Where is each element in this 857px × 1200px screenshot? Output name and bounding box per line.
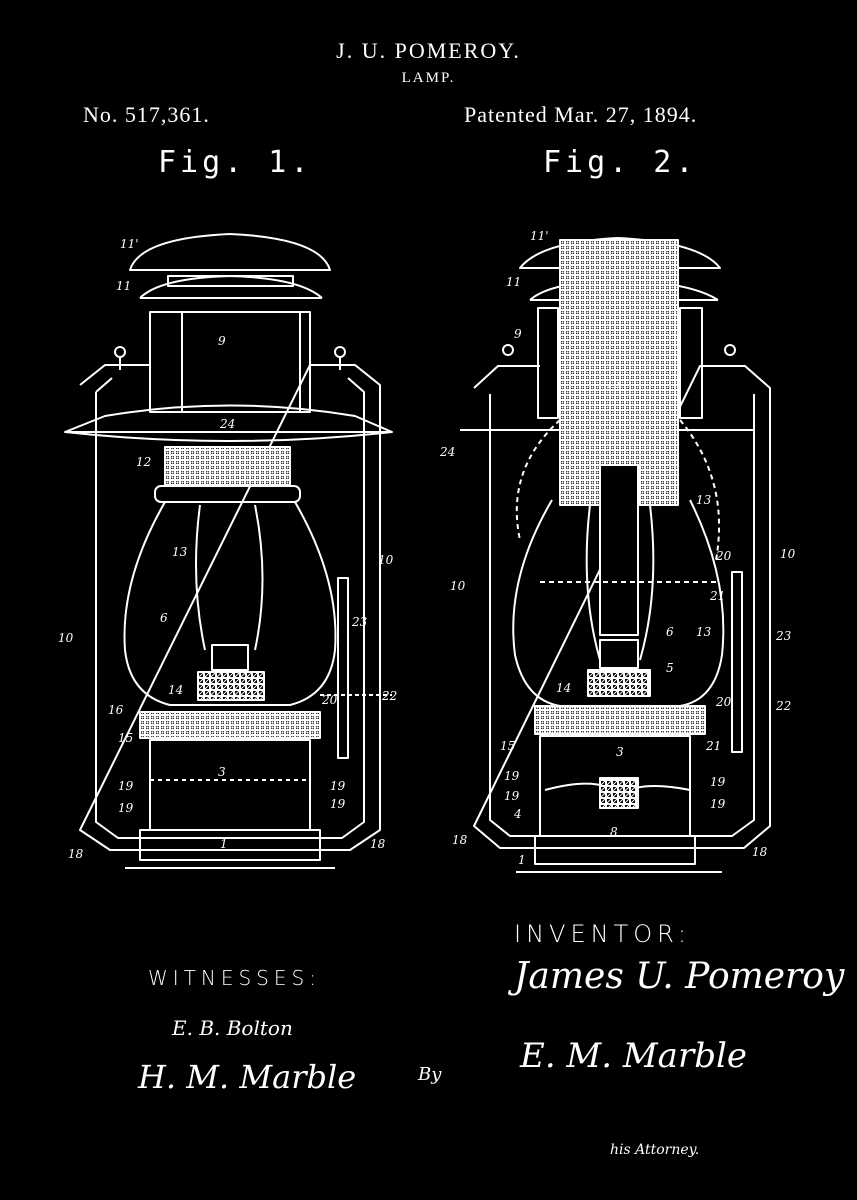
attorney-label: his Attorney. [610, 1142, 700, 1158]
fig2-lamp-drawing [460, 237, 771, 873]
fig1-label-19c: 19 [330, 779, 346, 793]
fig2-label-21b: 21 [705, 739, 721, 753]
patent-date: Patented Mar. 27, 1894. [464, 102, 698, 127]
inventor-label: INVENTOR: [514, 920, 692, 948]
fig2-label-5: 5 [666, 661, 674, 675]
fig1-caption: Fig. 1. [158, 145, 313, 180]
fig1-label-24: 24 [219, 417, 235, 431]
witness-signature-2: H. M. Marble [138, 1058, 357, 1096]
by-label: By [418, 1064, 442, 1085]
fig2-label-19a: 19 [504, 769, 520, 783]
patent-title: LAMP. [401, 70, 456, 86]
fig1-reference-numbers: 11' 11 9 24 12 13 6 10 10 23 14 16 20 22… [58, 237, 397, 861]
fig1-label-13: 13 [172, 545, 188, 559]
fig1-label-19b: 19 [118, 801, 134, 815]
fig2-label-24: 24 [439, 445, 455, 459]
fig1-label-14: 14 [168, 683, 183, 697]
fig2-label-20b: 20 [715, 695, 732, 709]
fig2-label-11p: 11' [530, 229, 549, 243]
fig1-label-19a: 19 [118, 779, 134, 793]
patent-number: No. 517,361. [83, 102, 210, 127]
fig1-label-16: 16 [108, 703, 124, 717]
fig2-label-11: 11 [506, 275, 521, 289]
fig1-label-11: 11 [116, 279, 131, 293]
fig1-label-3: 3 [218, 765, 226, 779]
fig2-label-19b: 19 [504, 789, 520, 803]
fig1-label-19d: 19 [330, 797, 346, 811]
fig2-label-9: 9 [514, 327, 522, 341]
fig2-label-3: 3 [616, 745, 624, 759]
fig2-caption: Fig. 2. [543, 145, 698, 180]
witnesses-label: WITNESSES: [148, 966, 321, 990]
fig1-lamp-drawing [64, 233, 393, 869]
fig2-reference-numbers: 11' 11 9 12 24 13 10 10 20 21 6 13 23 5 … [439, 229, 796, 867]
fig2-label-1: 1 [518, 853, 526, 867]
fig2-label-8: 8 [610, 825, 618, 839]
fig1-label-18b: 18 [370, 837, 386, 851]
fig2-label-22: 22 [775, 699, 791, 713]
fig2-label-15: 15 [500, 739, 515, 753]
fig2-label-19c: 19 [710, 775, 726, 789]
fig1-label-22: 22 [381, 689, 397, 703]
fig1-label-15: 15 [118, 731, 133, 745]
fig2-label-18a: 18 [452, 833, 468, 847]
fig1-label-18a: 18 [68, 847, 84, 861]
fig2-label-19d: 19 [710, 797, 726, 811]
inventor-signature: James U. Pomeroy [514, 956, 845, 997]
fig2-label-21a: 21 [709, 589, 725, 603]
fig2-label-14: 14 [556, 681, 571, 695]
fig2-label-18b: 18 [752, 845, 768, 859]
attorney-signature: E. M. Marble [520, 1036, 747, 1076]
fig2-label-10-left: 10 [450, 579, 466, 593]
fig2-label-6: 6 [666, 625, 674, 639]
fig1-label-9: 9 [218, 334, 226, 348]
fig1-label-23: 23 [351, 615, 368, 629]
fig1-label-10-right: 10 [378, 553, 394, 567]
witness-signature-1: E. B. Bolton [172, 1016, 293, 1040]
fig2-label-10-right: 10 [780, 547, 796, 561]
fig1-label-20: 20 [321, 693, 338, 707]
fig2-label-20a: 20 [715, 549, 732, 563]
fig2-label-23: 23 [775, 629, 792, 643]
fig2-label-13a: 13 [696, 493, 712, 507]
fig2-label-12: 12 [606, 377, 621, 391]
fig2-label-4: 4 [513, 807, 522, 821]
fig1-label-10-left: 10 [58, 631, 74, 645]
fig1-label-1: 1 [220, 837, 228, 851]
inventor-name-header: J. U. POMEROY. [336, 38, 521, 63]
fig1-label-12: 12 [136, 455, 151, 469]
fig1-label-11p: 11' [120, 237, 139, 251]
fig2-label-13b: 13 [696, 625, 712, 639]
fig1-label-6: 6 [160, 611, 168, 625]
